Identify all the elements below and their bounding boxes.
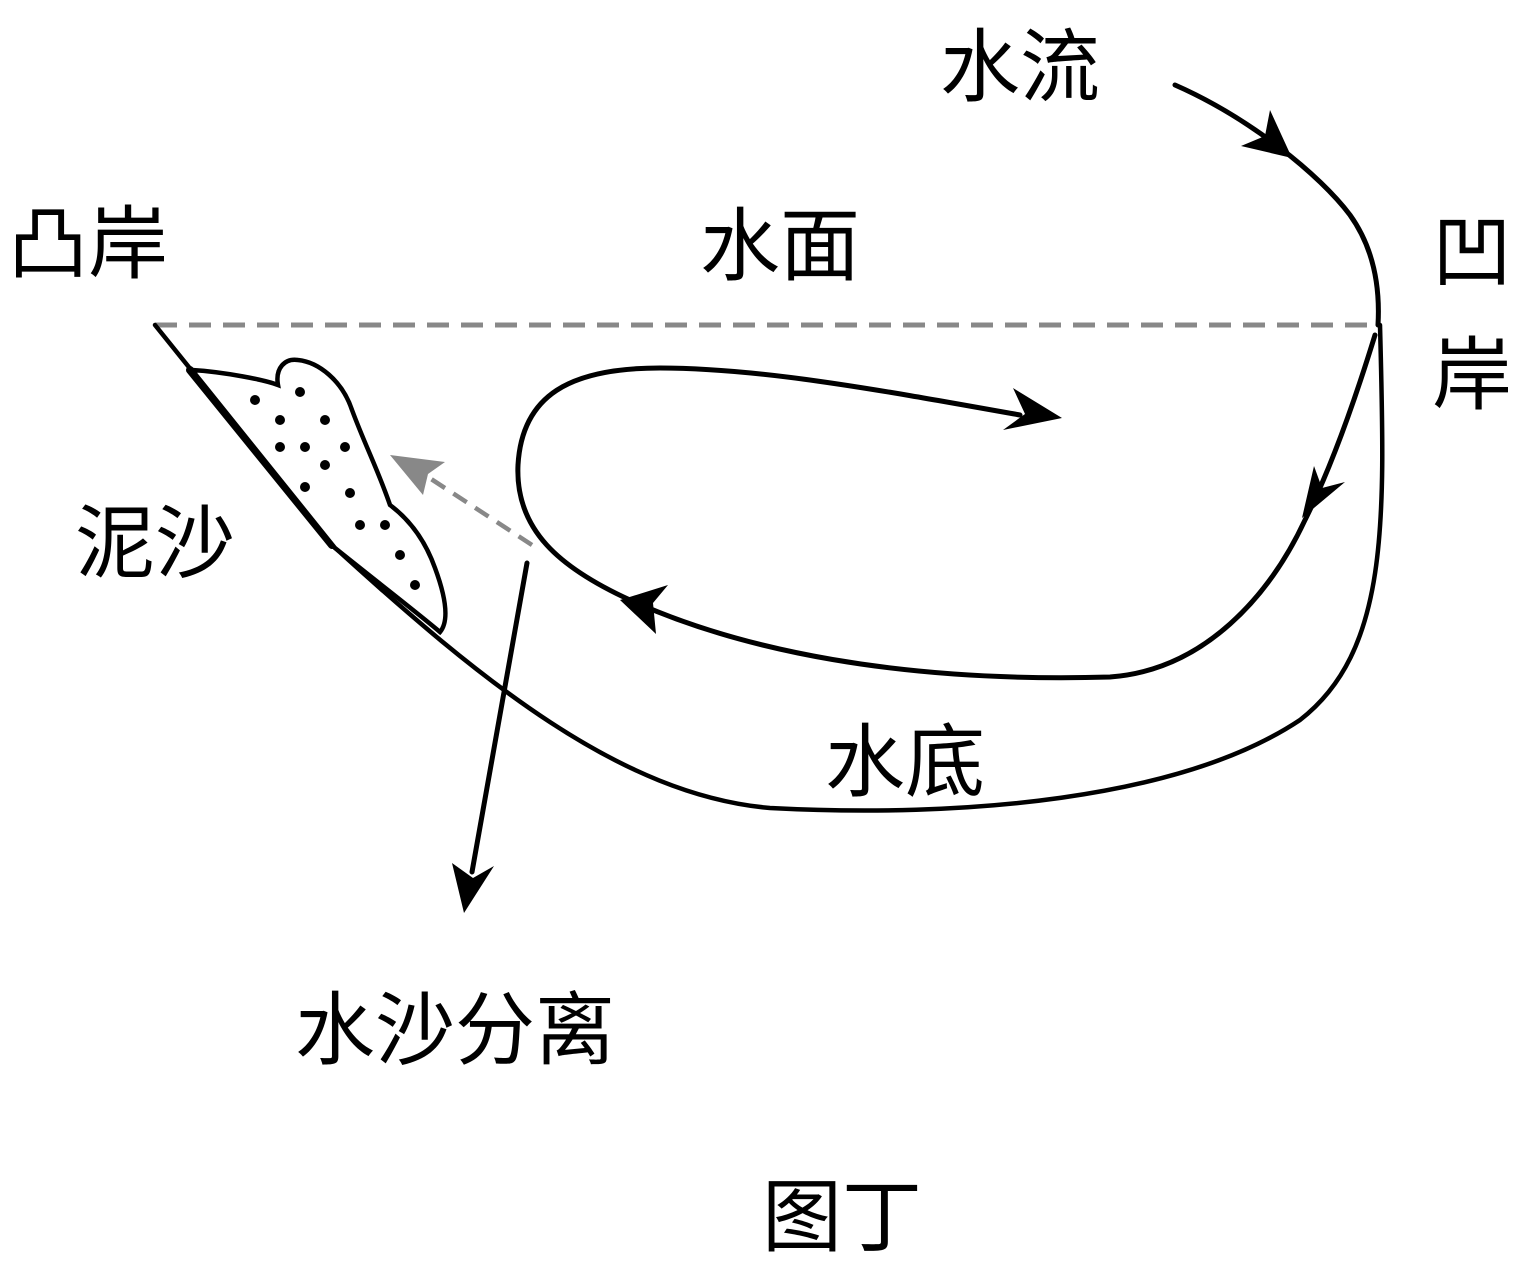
figure-caption: 图丁 (762, 1171, 922, 1263)
concave-bank-label-top: 凹 (1432, 206, 1512, 299)
convex-bank-label: 凸岸 (8, 198, 168, 291)
incoming-flow-arrow (1172, 82, 1381, 328)
circulation-arrowhead-down (1302, 466, 1345, 518)
riverbed-profile (152, 322, 1385, 813)
separation-arrow-line (469, 560, 530, 875)
concave-bank-label-bottom: 岸 (1432, 329, 1512, 422)
sediment-dots (250, 387, 420, 590)
circulation-arrowhead-surface (1003, 388, 1062, 430)
sediment-label: 泥沙 (75, 497, 235, 590)
incoming-flow-arrowhead (1241, 110, 1292, 158)
circulation-loop (515, 332, 1378, 681)
sediment-transport-dashed-arrow (423, 473, 534, 547)
circulation-arrowhead-bottom (620, 585, 668, 634)
sediment-transport-arrowhead (390, 455, 445, 495)
separation-arrowhead (452, 863, 494, 913)
water-surface-label: 水面 (700, 200, 860, 293)
flow-label: 水流 (940, 21, 1100, 114)
separation-label: 水沙分离 (295, 984, 615, 1077)
riverbed-label: 水底 (825, 716, 985, 809)
sediment-deposit (187, 357, 448, 636)
